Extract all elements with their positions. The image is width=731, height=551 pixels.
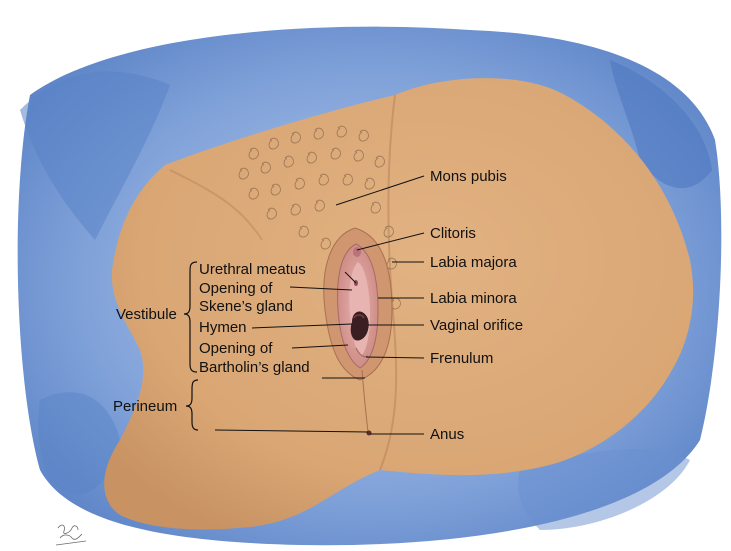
leader-hymen: [251, 323, 353, 329]
label-hymen: Hymen: [199, 319, 247, 336]
vulva: [323, 227, 393, 436]
perineum-brace: [185, 379, 199, 431]
label-urethral-meatus: Urethral meatus: [199, 261, 306, 278]
label-vaginal-orifice: Vaginal orifice: [430, 317, 523, 334]
label-labia-majora: Labia majora: [430, 254, 517, 271]
pubic-hair: [238, 125, 401, 310]
leader-skenes-gland: [289, 286, 353, 291]
label-vestibule: Vestibule: [116, 306, 177, 323]
label-skenes-line2: Skene’s gland: [199, 298, 293, 315]
label-anus: Anus: [430, 426, 464, 443]
leader-mons-pubis: [335, 175, 425, 206]
artist-signature: [55, 524, 87, 546]
label-frenulum: Frenulum: [430, 350, 493, 367]
label-bartholins-line2: Bartholin’s gland: [199, 359, 310, 376]
leader-lines-left: [214, 271, 369, 433]
label-labia-minora: Labia minora: [430, 290, 517, 307]
leader-frenulum: [365, 356, 425, 359]
leader-lines-right: [335, 175, 425, 435]
leader-bartholins-gland: [291, 344, 349, 349]
label-clitoris: Clitoris: [430, 225, 476, 242]
vestibule-brace: [183, 261, 198, 373]
leader-urethral-meatus: [344, 271, 357, 284]
label-perineum: Perineum: [113, 398, 177, 415]
leader-clitoris: [356, 232, 425, 251]
label-mons-pubis: Mons pubis: [430, 168, 507, 185]
leader-perineum-bottom: [214, 429, 369, 433]
label-bartholins-line1: Opening of: [199, 340, 273, 357]
label-skenes-line1: Opening of: [199, 280, 273, 297]
